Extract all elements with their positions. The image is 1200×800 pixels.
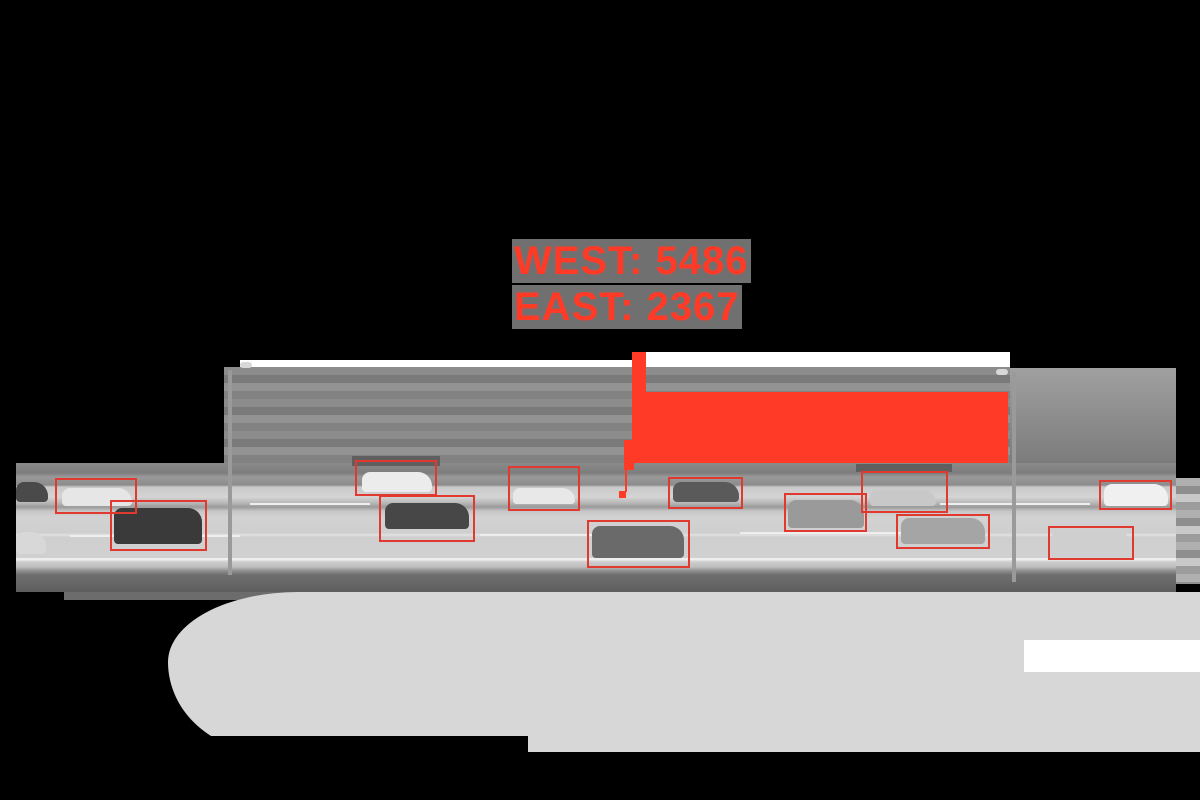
white-band <box>240 360 632 367</box>
east-count-text: EAST: 2367 <box>512 285 742 329</box>
car <box>385 503 469 529</box>
detection-box <box>587 520 690 568</box>
sky-right <box>1010 368 1176 463</box>
car <box>362 472 432 492</box>
car <box>870 490 936 506</box>
white-rectangle <box>1024 640 1200 672</box>
car <box>513 488 575 504</box>
detection-box <box>668 477 743 509</box>
detection-box <box>784 493 867 532</box>
car <box>592 526 684 558</box>
car <box>673 482 739 502</box>
detection-box <box>55 478 137 514</box>
glitch-edge-strip <box>1176 478 1200 584</box>
car <box>16 532 46 554</box>
detection-box <box>379 495 475 542</box>
traffic-counter: WEST: 5486 EAST: 2367 <box>512 238 751 330</box>
red-overlay-block <box>632 392 1008 463</box>
car <box>16 482 48 502</box>
car <box>788 500 864 528</box>
glitch-strip <box>856 464 952 472</box>
lane-marking <box>480 534 620 536</box>
detection-box <box>1048 526 1134 560</box>
lane-marking <box>740 532 940 534</box>
detection-box <box>861 471 948 513</box>
street-lamp-head <box>996 369 1008 375</box>
red-pointer-line <box>625 470 627 492</box>
street-lamp-head <box>240 362 252 368</box>
east-count: EAST: 2367 <box>512 284 751 330</box>
car <box>1104 484 1168 506</box>
red-pointer-dot <box>619 491 626 498</box>
lane-marking <box>16 558 1176 560</box>
street-lamp-pole <box>1012 372 1016 582</box>
west-count: WEST: 5486 <box>512 238 751 284</box>
car <box>901 518 985 544</box>
detection-box <box>355 460 437 496</box>
lane-marking <box>250 503 370 505</box>
west-count-text: WEST: 5486 <box>512 239 751 283</box>
red-overlay-step <box>624 440 634 470</box>
car <box>1052 530 1130 556</box>
street-lamp-pole <box>228 370 232 575</box>
detection-box <box>896 514 990 549</box>
detection-box <box>110 500 207 551</box>
car <box>114 508 202 544</box>
gray-blob-region <box>168 592 1200 752</box>
detection-box <box>508 466 580 511</box>
red-marker-bar <box>632 352 646 392</box>
blob-cutout <box>168 736 528 752</box>
detection-box <box>1099 480 1172 510</box>
